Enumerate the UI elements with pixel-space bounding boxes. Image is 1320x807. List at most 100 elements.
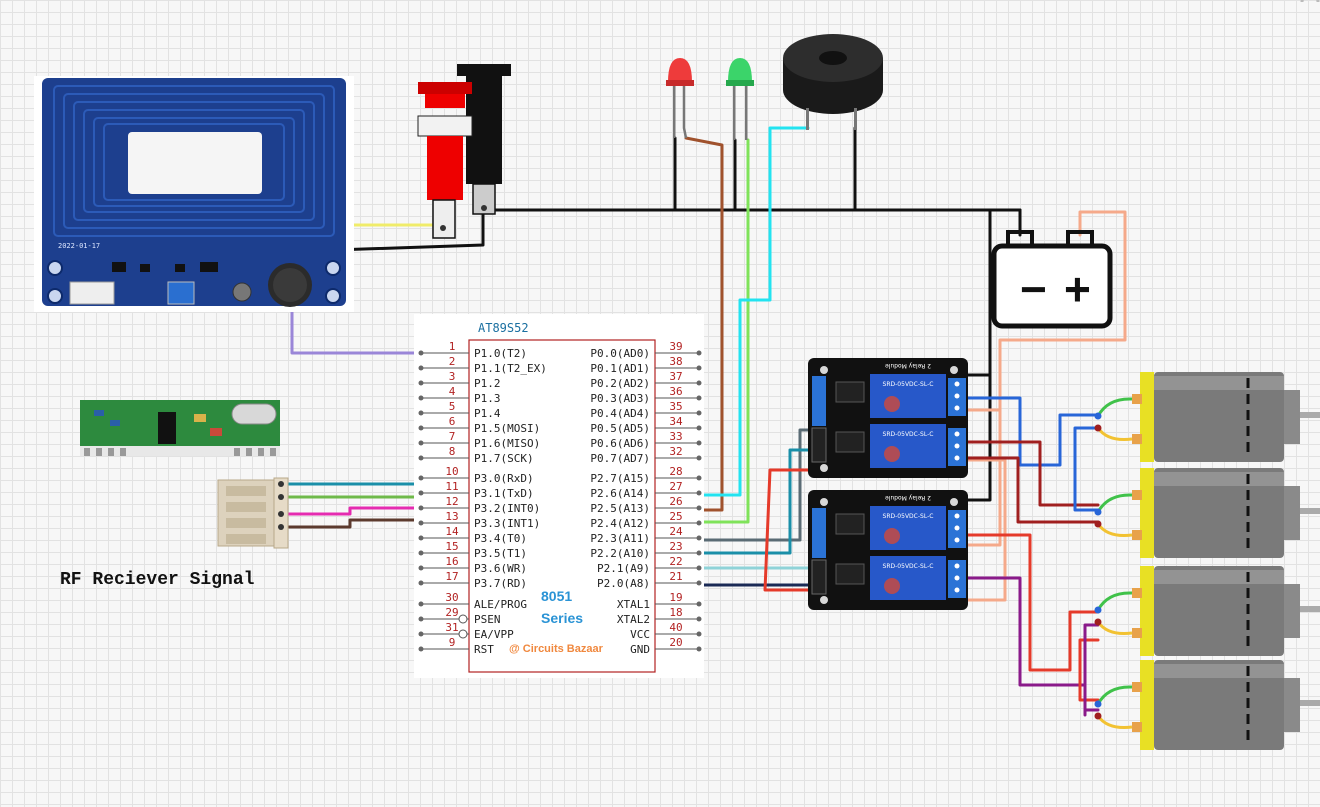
mcu-pin-label: XTAL2 [617, 613, 650, 626]
metal-detector-board[interactable]: 2022-01-17 [34, 76, 354, 312]
mcu-pin-label: EA/VPP [474, 628, 514, 641]
battery[interactable]: − + [991, 230, 1113, 329]
mcu-pin-number: 27 [669, 480, 682, 493]
relay-input-header[interactable] [811, 427, 827, 463]
wire-ground-bus [481, 208, 1022, 237]
mcu-pin-number: 22 [669, 555, 682, 568]
mcu-pin-left[interactable]: 2P1.1(T2_EX) [418, 355, 547, 375]
mcu-pin-left[interactable]: 3P1.2 [418, 370, 501, 390]
wire-motor2-b [966, 456, 1100, 524]
mcu-pin-number: 15 [445, 540, 458, 553]
mcu-pin-label: P0.5(AD5) [590, 422, 650, 435]
dc-motor[interactable] [1094, 372, 1320, 462]
led-red[interactable] [666, 58, 694, 139]
mcu-pin-left[interactable]: 6P1.5(MOSI) [418, 415, 541, 435]
mcu-pin-label: P1.3 [474, 392, 501, 405]
mcu-pin-label: GND [630, 643, 650, 656]
red-jack[interactable] [417, 82, 473, 239]
mcu-pin-label: P3.4(T0) [474, 532, 527, 545]
mcu-brand: @ Circuits Bazaar [509, 643, 604, 655]
dc-motor[interactable] [1094, 468, 1320, 558]
mcu-pin-label: P3.3(INT1) [474, 517, 540, 530]
smd-part [200, 262, 218, 272]
mcu-pin-label: P1.0(T2) [474, 347, 527, 360]
mcu-pin-label: P3.2(INT0) [474, 502, 540, 515]
relay-coil [870, 506, 946, 550]
relay-jumper[interactable] [812, 376, 826, 426]
relay-input-header[interactable] [811, 559, 827, 595]
mcu-pin-label: P1.7(SCK) [474, 452, 534, 465]
dc-motor[interactable] [1094, 566, 1320, 656]
mcu-pin-number: 26 [669, 495, 682, 508]
rf-receiver-module[interactable] [80, 400, 280, 456]
relay-module-label: 2 Relay Module [885, 494, 931, 501]
mcu-pin-left[interactable]: 7P1.6(MISO) [418, 430, 541, 450]
rf-signal-header[interactable] [217, 477, 289, 549]
wire-motor3-a [966, 533, 1100, 672]
detector-connector[interactable] [69, 281, 115, 305]
relay-module[interactable]: 2 Relay ModuleSRD-05VDC-SL-CSRD-05VDC-SL… [808, 490, 968, 610]
mcu-pin-left[interactable]: 5P1.4 [418, 400, 501, 420]
mcu-pin-number: 29 [445, 606, 458, 619]
dc-motor[interactable] [1094, 660, 1320, 750]
mcu-pin-number: 10 [445, 465, 458, 478]
mcu-pin-number: 36 [669, 385, 682, 398]
mcu-pin-left[interactable]: 1P1.0(T2) [418, 340, 527, 360]
mcu-pin-left[interactable]: 8P1.7(SCK) [418, 445, 534, 465]
mcu-pin-label: P0.3(AD3) [590, 392, 650, 405]
mcu-pin-number: 40 [669, 621, 682, 634]
relay-jumper[interactable] [812, 508, 826, 558]
mcu-pin-left[interactable]: 4P1.3 [418, 385, 501, 405]
mcu-pin-number: 18 [669, 606, 682, 619]
mcu-pin-label: P1.1(T2_EX) [474, 362, 547, 375]
buzzer[interactable] [783, 34, 883, 130]
relay-module[interactable]: 2 Relay ModuleSRD-05VDC-SL-CSRD-05VDC-SL… [808, 358, 968, 478]
mcu-pin-label: P0.0(AD0) [590, 347, 650, 360]
relay-coil [870, 556, 946, 600]
mcu-pin-number: 13 [445, 510, 458, 523]
mcu-pin-number: 6 [449, 415, 456, 428]
detector-date: 2022-01-17 [58, 242, 100, 250]
potentiometer[interactable] [167, 281, 195, 305]
mcu-pin-number: 14 [445, 525, 459, 538]
wire-relay-vcc [763, 468, 820, 592]
banana-jacks[interactable] [417, 64, 511, 239]
mcu-at89s52[interactable]: AT89S52 1P1.0(T2)2P1.1(T2_EX)3P1.24P1.35… [414, 314, 704, 678]
mcu-pin-number: 11 [445, 480, 458, 493]
mcu-right-pins: 39P0.0(AD0)38P0.1(AD1)37P0.2(AD2)36P0.3(… [590, 340, 702, 656]
led-green[interactable] [726, 58, 754, 140]
